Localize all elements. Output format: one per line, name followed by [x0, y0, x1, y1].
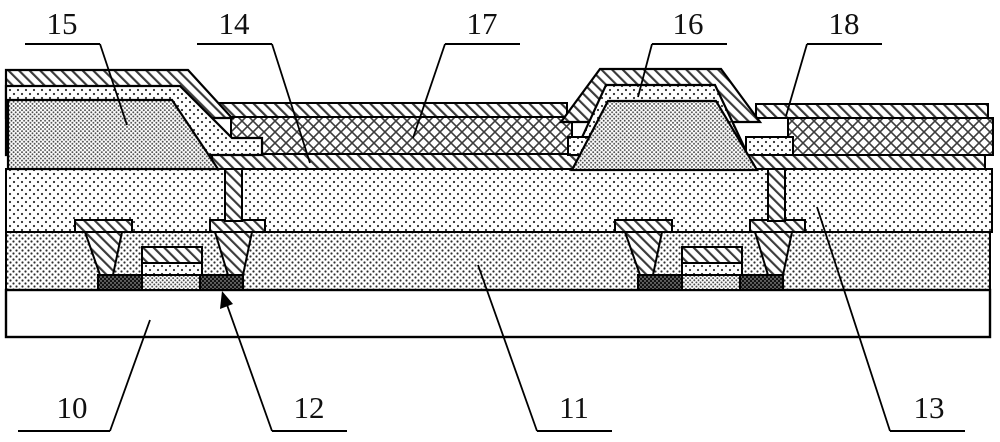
right-bump-foot-right	[745, 136, 794, 156]
leader-line-16	[637, 43, 653, 98]
leader-line-15	[99, 43, 128, 126]
planarization-layer-13	[5, 168, 993, 233]
label-17: 17	[467, 6, 498, 41]
leader-line-13	[816, 206, 891, 432]
label-10: 10	[57, 390, 88, 425]
arrowhead-12	[220, 291, 233, 309]
crosshatch-layer-17-right	[787, 117, 994, 156]
right-bump-core-layer-15	[570, 99, 759, 172]
label-12: 12	[294, 390, 325, 425]
substrate-layer-10	[4, 288, 992, 339]
top-layer-18-middle	[212, 102, 568, 118]
label-15: 15	[47, 6, 78, 41]
leader-line-18	[785, 43, 808, 117]
left-bump-core-layer-15	[6, 98, 221, 171]
leader-line-11	[477, 264, 538, 432]
label-14: 14	[219, 6, 251, 41]
leader-line-14	[271, 43, 311, 164]
label-18: 18	[829, 6, 860, 41]
top-layer-18-right	[755, 103, 989, 119]
label-13: 13	[914, 390, 945, 425]
label-11: 11	[559, 390, 589, 425]
leader-line-10	[109, 319, 151, 432]
crosshatch-layer-17-left	[230, 116, 573, 155]
leader-line-17	[412, 43, 446, 139]
leader-line-12	[225, 301, 273, 432]
via-left	[224, 168, 243, 222]
via-right	[767, 168, 786, 222]
label-16: 16	[673, 6, 704, 41]
